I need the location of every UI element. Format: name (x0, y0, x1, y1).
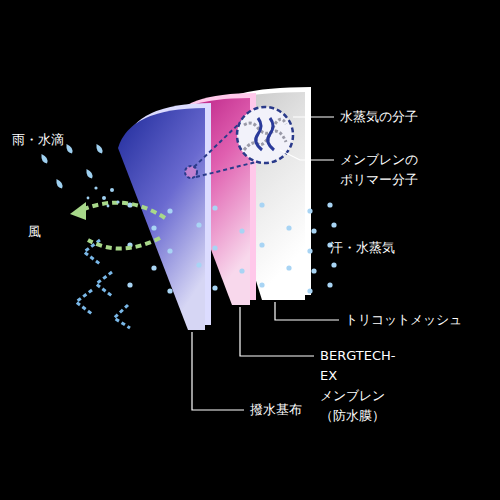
vapor-dot (212, 205, 217, 210)
molecule-callout (244, 123, 286, 142)
vapor-dot (212, 285, 217, 290)
vapor-dot (311, 228, 316, 233)
rain-drops (39, 153, 49, 165)
rain-drops (94, 186, 97, 189)
leader-lines (192, 332, 244, 410)
rain-drops (107, 205, 110, 208)
vapor-dot (327, 282, 332, 287)
rain-drops (87, 197, 90, 200)
vapor-dot (331, 222, 336, 227)
vapor-dot (331, 262, 336, 267)
vapor-dot (127, 282, 132, 287)
rain-drops (84, 168, 94, 180)
wind-arrows (82, 203, 165, 218)
rain-drops (94, 143, 104, 155)
vapor-dot (196, 222, 201, 227)
vapor-arrows (114, 305, 130, 328)
vapor-dot (259, 242, 264, 247)
vapor-dot (212, 245, 217, 250)
vapor-dots (127, 202, 336, 293)
vapor-dot (286, 225, 291, 230)
vapor-arrows (96, 272, 112, 296)
vapor-dot (151, 225, 156, 230)
vapor-dot (307, 208, 312, 213)
molecule-callout (237, 107, 293, 163)
leader-lines (275, 302, 339, 320)
rain-drops (102, 196, 106, 200)
molecule-callout (244, 119, 286, 150)
vapor-dot (307, 288, 312, 293)
part-label: トリコットメッシュ (345, 310, 462, 330)
rain-drops (116, 200, 119, 203)
leader-lines (192, 117, 339, 410)
vapor-dot (239, 228, 244, 233)
rain-drops (110, 188, 114, 192)
rain-drops (39, 143, 119, 208)
leader-lines (240, 307, 314, 356)
vapor-dot (286, 265, 291, 270)
vapor-dot (167, 248, 172, 253)
part-label: 風 (28, 222, 41, 242)
wind-heads (70, 202, 86, 220)
vapor-dot (239, 268, 244, 273)
base-fabric-layer (118, 108, 205, 330)
wind-heads (70, 202, 86, 220)
wind-arrows (82, 203, 165, 249)
molecule-callout (268, 118, 274, 150)
vapor-dot (307, 248, 312, 253)
part-label: 水蒸気の分子 (340, 107, 418, 127)
vapor-dot (259, 202, 264, 207)
rain-drops (54, 178, 64, 190)
rain-drops (64, 143, 74, 155)
molecule-callout (196, 162, 256, 177)
part-label: BERGTECH-EX メンブレン（防水膜） (320, 346, 395, 426)
leader-lines (280, 150, 334, 160)
molecule-callout (256, 118, 262, 150)
vapor-dot (167, 208, 172, 213)
vapor-dot (311, 268, 316, 273)
leader-lines (293, 116, 334, 117)
vapor-arrows (76, 240, 130, 328)
vapor-arrows (76, 290, 92, 314)
part-label: 汗・水蒸気 (330, 238, 395, 258)
molecule-callout (185, 166, 197, 178)
molecule-callout (185, 107, 293, 178)
wind-arrows (88, 238, 160, 249)
vapor-dot (167, 288, 172, 293)
part-label: メンブレンの ポリマー分子 (340, 150, 418, 190)
vapor-dot (196, 262, 201, 267)
part-label: 雨・水滴 (12, 130, 64, 150)
vapor-dot (151, 265, 156, 270)
part-label: 撥水基布 (250, 400, 302, 420)
vapor-dot (259, 282, 264, 287)
vapor-dot (327, 202, 332, 207)
